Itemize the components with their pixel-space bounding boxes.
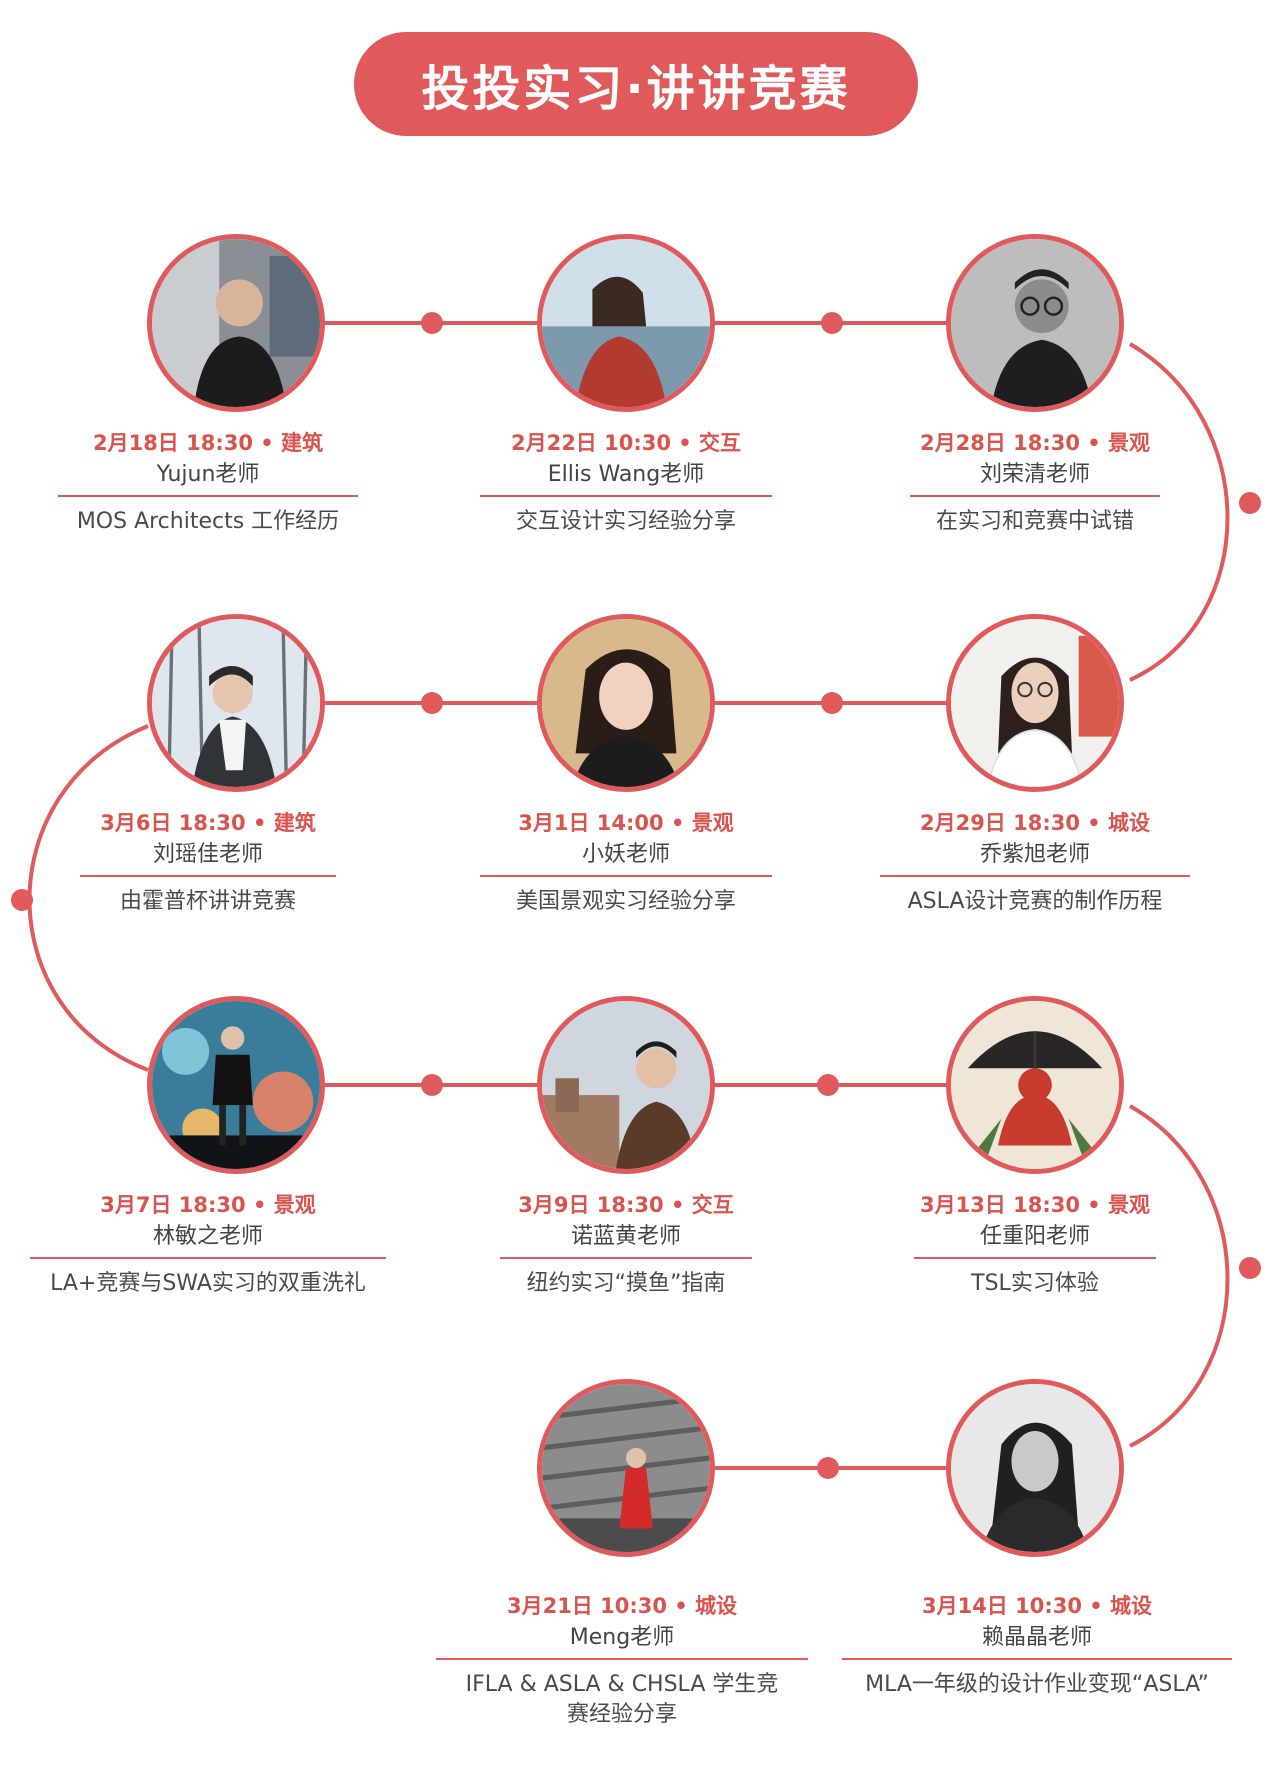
session-date: 3月6日 18:30 • 建筑 [100, 811, 316, 835]
session-topic: 美国景观实习经验分享 [515, 889, 736, 914]
session-card-1: 2月18日 18:30 • 建筑 Yujun老师 MOS Architects … [58, 427, 358, 537]
session-card-10: 3月14日 10:30 • 城设 赖晶晶老师 MLA一年级的设计作业变现“ASL… [842, 1590, 1232, 1700]
speaker-name: 赖晶晶老师 [981, 1625, 1092, 1650]
timeline-dot [1239, 492, 1261, 514]
session-date: 2月22日 10:30 • 交互 [510, 431, 742, 455]
speaker-photo-2 [537, 234, 715, 412]
speaker-photo-6 [147, 614, 325, 792]
speaker-photo-7 [147, 996, 325, 1174]
session-card-11: 3月21日 10:30 • 城设 Meng老师 IFLA & ASLA & CH… [436, 1590, 808, 1730]
session-topic: 交互设计实习经验分享 [515, 509, 736, 534]
speaker-name: 刘荣清老师 [979, 462, 1090, 487]
speaker-name: 林敏之老师 [152, 1224, 263, 1249]
session-date: 3月1日 14:00 • 景观 [518, 811, 734, 835]
session-card-2: 2月22日 10:30 • 交互 Ellis Wang老师 交互设计实习经验分享 [480, 427, 772, 537]
timeline-dot [421, 692, 443, 714]
divider [880, 875, 1190, 877]
speaker-name: 乔紫旭老师 [979, 842, 1090, 867]
session-date: 2月28日 18:30 • 景观 [919, 431, 1151, 455]
session-card-3: 2月28日 18:30 • 景观 刘荣清老师 在实习和竞赛中试错 [910, 427, 1160, 537]
divider [480, 495, 772, 497]
session-topic: LA+竞赛与SWA实习的双重洗礼 [50, 1271, 366, 1296]
session-topic: IFLA & ASLA & CHSLA 学生竞赛经验分享 [465, 1672, 779, 1727]
speaker-photo-9 [946, 996, 1124, 1174]
timeline-dot [421, 312, 443, 334]
session-date: 3月7日 18:30 • 景观 [100, 1193, 316, 1217]
timeline-dot [817, 1457, 839, 1479]
session-topic: 纽约实习“摸鱼”指南 [526, 1271, 726, 1296]
timeline-dot [11, 889, 33, 911]
session-date: 3月9日 18:30 • 交互 [518, 1193, 734, 1217]
timeline-dot [421, 1074, 443, 1096]
timeline-dot [817, 1074, 839, 1096]
timeline-curve-right-2 [1129, 1104, 1230, 1448]
speaker-name: 小妖老师 [581, 842, 670, 867]
session-date: 3月14日 10:30 • 城设 [921, 1594, 1153, 1618]
divider [910, 495, 1160, 497]
session-card-5: 3月1日 14:00 • 景观 小妖老师 美国景观实习经验分享 [480, 807, 772, 917]
timeline-dot [821, 692, 843, 714]
divider [80, 875, 336, 877]
divider [914, 1257, 1156, 1259]
divider [30, 1257, 386, 1259]
session-topic: TSL实习体验 [971, 1271, 1099, 1296]
speaker-name: 任重阳老师 [979, 1224, 1090, 1249]
session-card-9: 3月13日 18:30 • 景观 任重阳老师 TSL实习体验 [914, 1189, 1156, 1299]
timeline-curve-right-1 [1128, 342, 1230, 682]
divider [480, 875, 772, 877]
session-card-7: 3月7日 18:30 • 景观 林敏之老师 LA+竞赛与SWA实习的双重洗礼 [30, 1189, 386, 1299]
session-topic: ASLA设计竞赛的制作历程 [907, 889, 1163, 914]
page-title: 投投实习·讲讲竞赛 [421, 61, 851, 117]
speaker-photo-3 [946, 234, 1124, 412]
speaker-name: 刘瑶佳老师 [152, 842, 263, 867]
speaker-photo-4 [946, 614, 1124, 792]
session-card-8: 3月9日 18:30 • 交互 诺蓝黄老师 纽约实习“摸鱼”指南 [500, 1189, 752, 1299]
divider [500, 1257, 752, 1259]
divider [58, 495, 358, 497]
session-topic: MLA一年级的设计作业变现“ASLA” [865, 1672, 1209, 1697]
speaker-photo-8 [537, 996, 715, 1174]
speaker-photo-10 [946, 1379, 1124, 1557]
timeline-dot [821, 312, 843, 334]
session-topic: 在实习和竞赛中试错 [935, 509, 1134, 534]
session-date: 3月21日 10:30 • 城设 [506, 1594, 738, 1618]
session-card-4: 2月29日 18:30 • 城设 乔紫旭老师 ASLA设计竞赛的制作历程 [880, 807, 1190, 917]
speaker-photo-1 [147, 234, 325, 412]
session-date: 2月18日 18:30 • 建筑 [92, 431, 324, 455]
session-date: 2月29日 18:30 • 城设 [919, 811, 1151, 835]
speaker-name: Ellis Wang老师 [547, 462, 705, 487]
divider [436, 1658, 808, 1660]
speaker-photo-11 [537, 1379, 715, 1557]
divider [842, 1658, 1232, 1660]
speaker-name: Yujun老师 [156, 462, 260, 487]
speaker-photo-5 [537, 614, 715, 792]
session-topic: 由霍普杯讲讲竞赛 [119, 889, 296, 914]
session-topic: MOS Architects 工作经历 [76, 509, 340, 534]
speaker-name: Meng老师 [569, 1625, 675, 1650]
session-date: 3月13日 18:30 • 景观 [919, 1193, 1151, 1217]
session-card-6: 3月6日 18:30 • 建筑 刘瑶佳老师 由霍普杯讲讲竞赛 [80, 807, 336, 917]
title-banner: 投投实习·讲讲竞赛 [354, 32, 918, 136]
speaker-name: 诺蓝黄老师 [570, 1224, 681, 1249]
timeline-dot [1239, 1257, 1261, 1279]
